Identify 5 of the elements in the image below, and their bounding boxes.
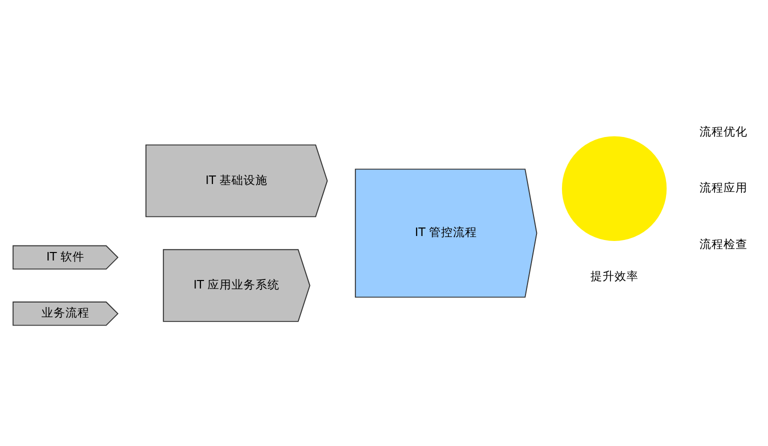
label: 提升效率 xyxy=(590,268,638,283)
node-circle xyxy=(562,136,667,241)
node-label: 流程优化 xyxy=(699,124,748,138)
node-label: 流程应用 xyxy=(699,180,748,195)
node-label: 流程检查 xyxy=(699,236,748,251)
